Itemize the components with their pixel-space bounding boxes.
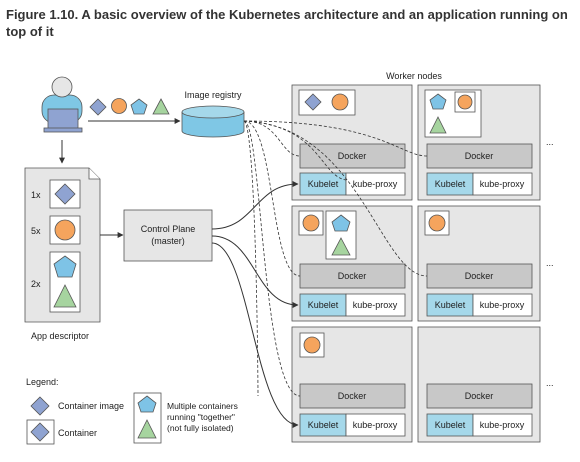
legend: Legend: Container image Container Multip… xyxy=(26,377,238,445)
docker-box xyxy=(299,383,406,409)
diamond-icon xyxy=(89,98,107,116)
svg-text:Kubelet: Kubelet xyxy=(435,420,466,430)
docker-box xyxy=(426,383,533,409)
svg-text:Kubelet: Kubelet xyxy=(435,300,466,310)
control-plane-box: Control Plane (master) xyxy=(123,209,213,262)
registry-pull-connections xyxy=(243,120,428,397)
triangle-icon xyxy=(137,419,157,439)
svg-text:kube-proxy: kube-proxy xyxy=(353,420,398,430)
diamond-icon xyxy=(304,93,322,111)
legend-multi-line3: (not fully isolated) xyxy=(167,423,234,433)
diamond-icon xyxy=(54,183,76,205)
svg-text:Docker: Docker xyxy=(465,271,494,281)
circle-icon xyxy=(111,98,127,114)
control-plane-connections xyxy=(211,181,299,428)
legend-multi-line1: Multiple containers xyxy=(167,401,238,411)
worker-node: Docker Kubelet kube-proxy xyxy=(291,326,413,443)
figure-caption: Figure 1.10. A basic overview of the Kub… xyxy=(6,7,568,39)
circle-icon xyxy=(331,93,349,111)
triangle-icon xyxy=(429,116,447,134)
svg-text:Docker: Docker xyxy=(338,271,367,281)
legend-container: Container xyxy=(58,428,97,438)
svg-text:Docker: Docker xyxy=(338,151,367,161)
svg-text:kube-proxy: kube-proxy xyxy=(480,300,525,310)
legend-multi-line2: running "together" xyxy=(167,412,235,422)
triangle-icon xyxy=(152,98,170,115)
circle-icon xyxy=(457,94,473,110)
circle-icon xyxy=(428,214,446,232)
app-descriptor: 1x 5x 2x App descriptor xyxy=(24,167,101,341)
image-shapes-row xyxy=(89,98,170,116)
descriptor-count-5x: 5x xyxy=(31,226,41,236)
worker-node: Docker Kubelet kube-proxy xyxy=(291,205,413,322)
more-nodes-ellipsis: ... xyxy=(546,137,554,147)
pentagon-icon xyxy=(429,93,447,110)
more-nodes-ellipsis: ... xyxy=(546,378,554,388)
worker-nodes-label: Worker nodes xyxy=(386,71,442,81)
svg-text:kube-proxy: kube-proxy xyxy=(353,179,398,189)
svg-text:Kubelet: Kubelet xyxy=(308,420,339,430)
circle-icon xyxy=(303,336,321,354)
app-descriptor-label: App descriptor xyxy=(31,331,89,341)
developer-icon xyxy=(41,76,83,133)
circle-icon xyxy=(54,219,76,241)
legend-container-image: Container image xyxy=(58,401,124,411)
circle-icon xyxy=(302,214,320,232)
svg-text:kube-proxy: kube-proxy xyxy=(480,179,525,189)
kube-proxy-box xyxy=(472,413,533,437)
image-registry: Image registry xyxy=(181,90,245,138)
svg-text:Kubelet: Kubelet xyxy=(308,179,339,189)
image-registry-label: Image registry xyxy=(184,90,242,100)
docker-box xyxy=(299,143,406,169)
docker-box xyxy=(426,143,533,169)
svg-text:Docker: Docker xyxy=(465,391,494,401)
pentagon-icon xyxy=(137,395,157,413)
svg-text:Kubelet: Kubelet xyxy=(308,300,339,310)
docker-box xyxy=(426,263,533,289)
svg-text:kube-proxy: kube-proxy xyxy=(480,420,525,430)
svg-text:Docker: Docker xyxy=(465,151,494,161)
legend-title: Legend: xyxy=(26,377,59,387)
kube-proxy-box xyxy=(345,172,406,196)
control-plane-label: Control Plane xyxy=(141,224,196,234)
svg-text:Kubelet: Kubelet xyxy=(435,179,466,189)
triangle-icon xyxy=(53,284,77,308)
kube-proxy-box xyxy=(472,172,533,196)
worker-node: Docker Kubelet kube-proxy xyxy=(417,84,541,201)
diamond-icon xyxy=(30,422,50,442)
more-nodes-ellipsis: ... xyxy=(546,258,554,268)
worker-node: Docker Kubelet kube-proxy xyxy=(417,326,541,443)
pentagon-icon xyxy=(130,98,148,115)
svg-text:Docker: Docker xyxy=(338,391,367,401)
svg-text:kube-proxy: kube-proxy xyxy=(353,300,398,310)
diamond-icon xyxy=(30,396,50,416)
descriptor-count-1x: 1x xyxy=(31,190,41,200)
worker-node: Docker Kubelet kube-proxy xyxy=(291,84,413,201)
pentagon-icon xyxy=(53,255,77,278)
descriptor-count-2x: 2x xyxy=(31,279,41,289)
kube-proxy-box xyxy=(345,413,406,437)
kube-proxy-box xyxy=(472,293,533,317)
worker-node: Docker Kubelet kube-proxy xyxy=(417,205,541,322)
triangle-icon xyxy=(331,237,351,256)
pentagon-icon xyxy=(331,214,351,232)
control-plane-sublabel: (master) xyxy=(151,236,185,246)
kube-proxy-box xyxy=(345,293,406,317)
